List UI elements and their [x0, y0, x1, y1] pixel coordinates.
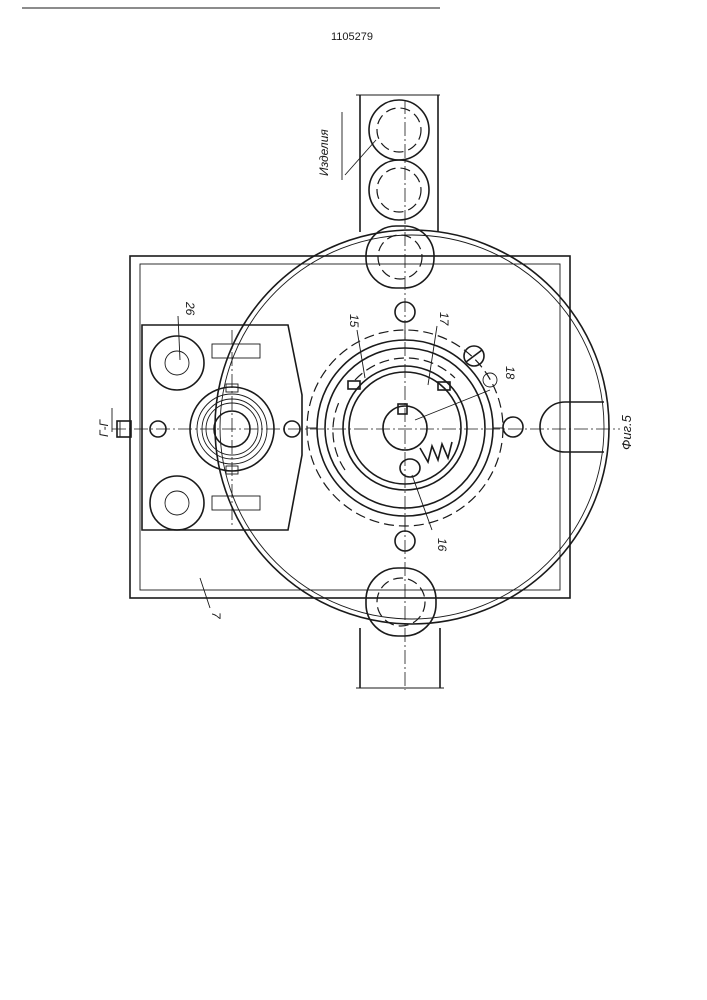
figure-caption: Фиг.5 [619, 414, 634, 450]
callout-16: 16 [435, 538, 449, 552]
callout-18: 18 [503, 366, 517, 380]
shaft-26-lower [150, 476, 204, 530]
leader-26 [178, 316, 180, 360]
exit-chute-lower [356, 568, 444, 688]
slot-cutout [540, 402, 604, 452]
callout-7: 7 [209, 612, 223, 620]
callout-15: 15 [347, 314, 361, 328]
feed-chute-upper [356, 95, 440, 288]
products-label: Изделия [317, 129, 331, 176]
callout-17: 17 [437, 312, 451, 327]
leader-18 [415, 390, 490, 420]
callout-26: 26 [183, 301, 197, 316]
section-label: Г-Г [97, 418, 111, 437]
leader-7 [200, 578, 210, 608]
shaft-26-upper [150, 336, 204, 390]
leader-16 [412, 475, 432, 530]
leader-17 [428, 326, 437, 385]
patent-number: 1105279 [331, 31, 373, 43]
hole-right [503, 417, 523, 437]
